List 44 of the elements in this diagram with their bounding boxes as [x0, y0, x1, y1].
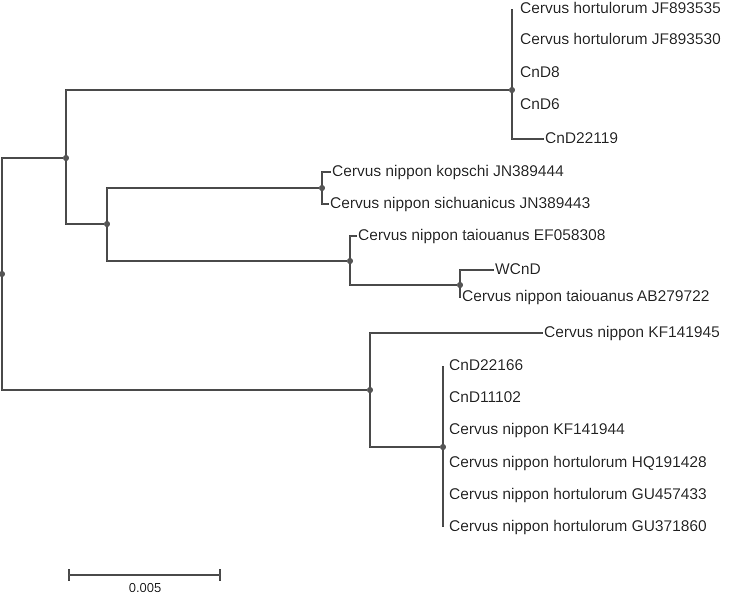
taxon-label: Cervus nippon KF141944 [443, 421, 625, 439]
scale-label: 0.005 [128, 580, 162, 595]
taxon-label: CnD22166 [443, 357, 524, 375]
tree-branch [369, 390, 440, 448]
taxon-label: Cervus nippon taiouanus EF058308 [357, 227, 606, 245]
tree-branch [369, 332, 543, 390]
tree-branch [106, 224, 347, 262]
taxon-label: CnD8 [512, 64, 560, 82]
tree-branch [1, 274, 367, 391]
branch-node [440, 444, 446, 450]
tree-branch [349, 261, 457, 286]
taxon-label: Cervus nippon hortulorum GU457433 [443, 486, 707, 504]
tree-branch [65, 158, 104, 225]
tree-branch [321, 171, 331, 188]
tree-branch [511, 72, 513, 90]
branch-node [319, 185, 325, 191]
tree-branch [459, 285, 462, 298]
branch-node [0, 271, 5, 277]
branch-node [347, 258, 353, 264]
tree-branch [321, 188, 329, 205]
taxon-label: CnD11102 [443, 389, 521, 407]
branch-node [509, 87, 515, 93]
taxon-label: Cervus nippon sichuanicus JN389443 [329, 195, 590, 213]
branch-node [104, 221, 110, 227]
tree-branch [65, 89, 509, 158]
taxon-label: CnD6 [512, 96, 560, 114]
tree-branch [106, 187, 319, 224]
branch-node [63, 155, 69, 161]
taxon-label: Cervus nippon hortulorum GU371860 [443, 518, 707, 536]
tree-branch [1, 157, 63, 274]
taxon-label: Cervus nippon hortulorum HQ191428 [443, 454, 707, 472]
branch-node [457, 282, 463, 288]
taxon-label: Cervus nippon KF141945 [543, 324, 720, 342]
branch-node [367, 387, 373, 393]
taxon-label: Cervus nippon kopschi JN389444 [331, 163, 564, 181]
taxon-label: CnD22119 [544, 130, 618, 148]
tree-branch [459, 269, 494, 285]
tree-branch [349, 235, 357, 261]
tree-branch [442, 429, 444, 447]
taxon-label: Cervus nippon taiouanus AB279722 [461, 288, 710, 306]
tree-branch [442, 447, 444, 528]
taxon-label: Cervus hortulorum JF893530 [512, 31, 721, 49]
taxon-label: WCnD [494, 261, 541, 279]
taxon-label: Cervus hortulorum JF893535 [512, 0, 721, 18]
